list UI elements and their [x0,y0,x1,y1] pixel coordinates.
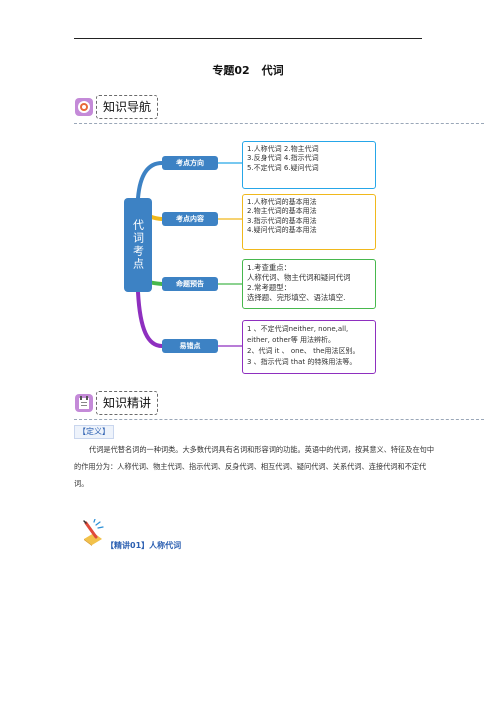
list-item: 4.疑问代词的基本用法 [247,226,317,235]
mindmap-node-direction: 考点方向 [162,156,218,170]
list-item: 1.考查重点： [247,263,292,272]
list-item: 选择题、完形填空、语法填空. [247,293,346,302]
section-divider [74,419,484,420]
mindmap-node-pitfalls: 易错点 [162,339,218,353]
title-main: 代词 [261,64,284,77]
section-title-lecture: 知识精讲 [96,391,159,415]
list-item: 2、代词 it 、 one、 the用法区别。 [247,347,360,355]
list-item: 3.指示代词的基本用法 [247,216,317,225]
mindmap-root: 代词考点 [124,198,152,292]
title-prefix: 专题02 [212,64,250,77]
header-rule [74,38,422,39]
lecture-01-title: 【精讲01】人称代词 [106,541,182,550]
mindmap-node-content: 考点内容 [162,212,218,226]
list-item: 1.人称代词的基本用法 [247,198,317,206]
mindmap-box-direction: 1.人称代词 2.物主代词 3.反身代词 4.指示代词 5.不定代词 6.疑问代… [242,141,376,189]
list-item: 1 、不定代词neither, none,all, [247,325,349,333]
page-title: 专题02 代词 [0,62,496,78]
list-item: 3.反身代词 4.指示代词 [247,154,319,163]
connector-1 [136,161,164,200]
list-item: 人称代词、物主代词和疑问代词 [247,273,351,282]
pencil-book-icon [80,518,106,547]
definition-paragraph: 代词是代替名词的一种词类。大多数代词具有名词和形容词的功能。英语中的代词，按其意… [74,445,435,488]
target-icon [74,97,94,117]
definition-tag: 【定义】 [74,425,114,439]
mindmap-node-forecast: 命题预告 [162,277,218,291]
list-item: 1.人称代词 2.物主代词 [247,145,319,153]
list-item: 2.物主代词的基本用法 [247,207,317,216]
connector-4 [136,290,164,348]
notebook-icon [74,393,94,413]
mindmap-box-pitfalls: 1 、不定代词neither, none,all, either, other等… [242,320,376,374]
mindmap-box-forecast: 1.考查重点： 人称代词、物主代词和疑问代词 2.常考题型： 选择题、完形填空、… [242,259,376,309]
section-divider [74,123,484,124]
list-item: either, other等 用法辨析。 [247,336,335,344]
mindmap-box-content: 1.人称代词的基本用法 2.物主代词的基本用法 3.指示代词的基本用法 4.疑问… [242,194,376,250]
list-item: 5.不定代词 6.疑问代词 [247,163,319,172]
list-item: 2.常考题型： [247,283,292,292]
section-title-nav: 知识导航 [96,95,159,119]
list-item: 3 、指示代词 that 的特殊用法等。 [247,358,357,366]
